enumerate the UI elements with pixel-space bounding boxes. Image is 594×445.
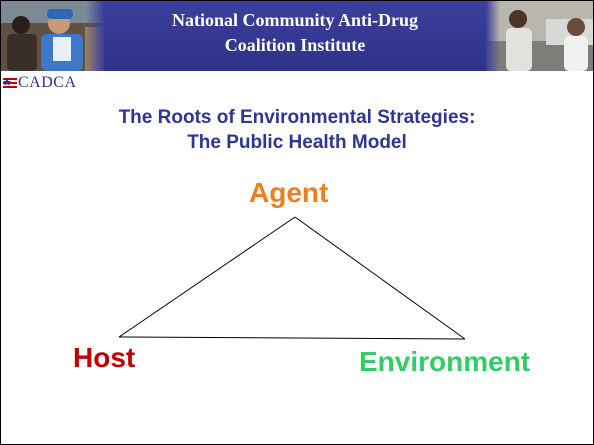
banner-title: National Community Anti-Drug Coalition I… [104, 8, 486, 58]
banner-title-box: National Community Anti-Drug Coalition I… [104, 1, 486, 71]
slide-heading: The Roots of Environmental Strategies: T… [1, 105, 593, 155]
triangle-edge-host-environment [118, 336, 466, 340]
slide-heading-line2: The Public Health Model [187, 132, 407, 153]
header-photo-right [486, 1, 593, 71]
header-photo-left [1, 1, 104, 71]
banner-title-line2: Coalition Institute [224, 35, 366, 55]
logo-text: CADCA [18, 74, 77, 91]
cadca-logo: CADCA [3, 73, 77, 93]
header-banner: National Community Anti-Drug Coalition I… [1, 1, 593, 79]
host-label: Host [73, 342, 136, 373]
agent-label: Agent [249, 177, 329, 208]
photo-fade [86, 1, 104, 71]
slide-heading-line1: The Roots of Environmental Strategies: [118, 107, 476, 128]
people-photo-right [486, 1, 593, 71]
triangle-edge-agent-environment [294, 216, 466, 340]
triangle-edge-agent-host [118, 216, 296, 338]
banner-title-line1: National Community Anti-Drug [171, 10, 418, 30]
photo-fade [486, 1, 500, 71]
star-flag-icon [3, 78, 17, 88]
environment-label: Environment [359, 346, 531, 377]
